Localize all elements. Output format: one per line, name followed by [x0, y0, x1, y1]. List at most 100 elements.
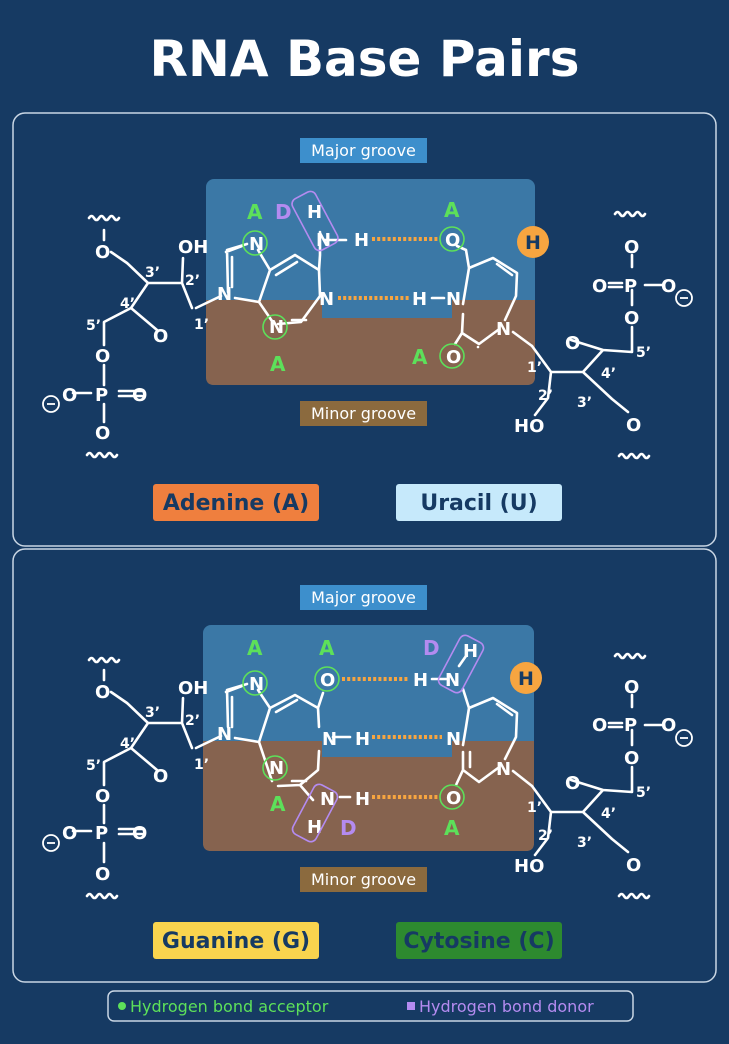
panel-adenine-uracil: Major groove Minor groove N N N N N H H … [12, 112, 717, 547]
svg-text:O: O [624, 677, 639, 698]
adenine-amine-n: N [316, 230, 331, 251]
svg-text:5’: 5’ [636, 785, 651, 801]
svg-text:O: O [661, 715, 676, 736]
svg-text:O: O [95, 864, 110, 885]
adenine-ring-bonds [224, 230, 322, 326]
minor-groove-label: Minor groove [311, 870, 416, 889]
uracil-n3: N [446, 289, 461, 310]
cytosine-amine-n: N [445, 670, 460, 691]
svg-text:2’: 2’ [185, 273, 200, 289]
right-ribose-2: O HO O O P O O O 1’ 2’ 3’ 4’ 5’ [514, 652, 693, 900]
guanine-label-box [153, 922, 319, 959]
acceptor-mark-n7: A [247, 200, 263, 224]
donor-box-amine [437, 634, 485, 694]
svg-text:HO: HO [514, 856, 544, 877]
svg-text:O: O [95, 242, 110, 263]
svg-text:3’: 3’ [577, 395, 592, 411]
cytosine-n1: N [496, 759, 511, 780]
svg-text:O: O [626, 415, 641, 436]
uracil-label-box [396, 484, 562, 521]
minor-groove-label-box [300, 867, 427, 892]
uracil-ring-bonds [453, 244, 519, 346]
adenine-label-box [153, 484, 319, 521]
svg-text:3’: 3’ [577, 835, 592, 851]
donor-box-amine [291, 783, 339, 843]
svg-text:P: P [95, 823, 108, 844]
adenine-double-bonds [230, 255, 308, 322]
donor-legend-square [407, 1002, 415, 1010]
acceptor-ring-n7 [242, 670, 268, 696]
acceptor-ring-o4 [439, 226, 465, 252]
adenine-label: Adenine (A) [163, 491, 309, 516]
acceptor-mark-n7: A [247, 636, 263, 660]
acceptor-mark-o4: A [444, 198, 460, 222]
minor-groove-label-box [300, 401, 427, 426]
svg-text:2’: 2’ [538, 828, 553, 844]
acceptor-legend-label: Hydrogen bond acceptor [130, 997, 329, 1016]
acceptor-mark-o2: A [444, 816, 460, 840]
cytosine-n3: N [446, 729, 461, 750]
uracil-n1: N [496, 319, 511, 340]
left-ribose-2: O OH O O P O O O 1’ 2’ 3’ 4’ 5’ [42, 656, 209, 900]
svg-text:O: O [565, 773, 580, 794]
svg-text:O: O [95, 423, 110, 444]
cytosine-double-bonds [468, 702, 514, 769]
svg-text:O: O [153, 766, 168, 787]
acceptor-mark-o2: A [412, 345, 428, 369]
svg-text:HO: HO [514, 416, 544, 437]
svg-text:O: O [95, 346, 110, 367]
acceptor-legend-dot [118, 1002, 126, 1010]
major-groove-label: Major groove [311, 588, 416, 607]
uracil-o2: O [446, 347, 461, 368]
adenine-n9-sugar-bond [194, 294, 223, 310]
guanine-n7: N [249, 674, 264, 695]
cytosine-amine-h2: H [463, 641, 478, 662]
guanine-amine-h2: H [355, 789, 370, 810]
guanine-amine-n: N [320, 789, 335, 810]
cytosine-n1-sugar-bond [511, 769, 534, 788]
cytosine-label-box [396, 922, 562, 959]
svg-text:O: O [95, 786, 110, 807]
guanine-n3: N [269, 758, 284, 779]
svg-text:OH: OH [178, 678, 208, 699]
svg-text:1’: 1’ [194, 317, 209, 333]
cytosine-label: Cytosine (C) [403, 929, 554, 954]
svg-text:3’: 3’ [145, 705, 160, 721]
svg-text:1’: 1’ [527, 360, 542, 376]
svg-text:5’: 5’ [636, 345, 651, 361]
guanine-double-bonds [230, 695, 308, 783]
svg-text:O: O [592, 276, 607, 297]
uracil-o4: O [445, 230, 460, 251]
svg-text:O: O [626, 855, 641, 876]
svg-text:O: O [592, 715, 607, 736]
legend-frame [107, 990, 634, 1022]
svg-text:O: O [132, 385, 147, 406]
svg-text:P: P [95, 385, 108, 406]
donor-mark-amine: D [423, 636, 440, 660]
svg-text:O: O [624, 308, 639, 329]
svg-text:O: O [565, 333, 580, 354]
adenine-amine-h2: H [354, 230, 369, 251]
hoogsteen-badge [510, 662, 542, 694]
left-ribose-1: O OH O O P O O O 1’ 2’ 3’ 4’ 5’ [42, 214, 209, 459]
svg-text:O: O [62, 823, 77, 844]
svg-text:1’: 1’ [194, 757, 209, 773]
hoogsteen-badge-label: H [518, 668, 534, 690]
svg-text:5’: 5’ [86, 758, 101, 774]
adenine-n9: N [217, 284, 232, 305]
hoogsteen-badge-label: H [525, 232, 541, 254]
panel-frame [12, 548, 717, 983]
svg-text:1’: 1’ [527, 800, 542, 816]
svg-text:5’: 5’ [86, 318, 101, 334]
svg-text:3’: 3’ [145, 265, 160, 281]
cytosine-amine-h-bond [457, 654, 468, 668]
adenine-n3: N [269, 317, 284, 338]
uracil-n3-h: H [412, 289, 427, 310]
major-groove-label-box [300, 138, 427, 163]
svg-text:4’: 4’ [120, 736, 135, 752]
guanine-amine-h1: H [307, 817, 322, 838]
cytosine-o2: O [446, 788, 461, 809]
guanine-n1: N [322, 729, 337, 750]
acceptor-ring-n3 [262, 755, 288, 781]
